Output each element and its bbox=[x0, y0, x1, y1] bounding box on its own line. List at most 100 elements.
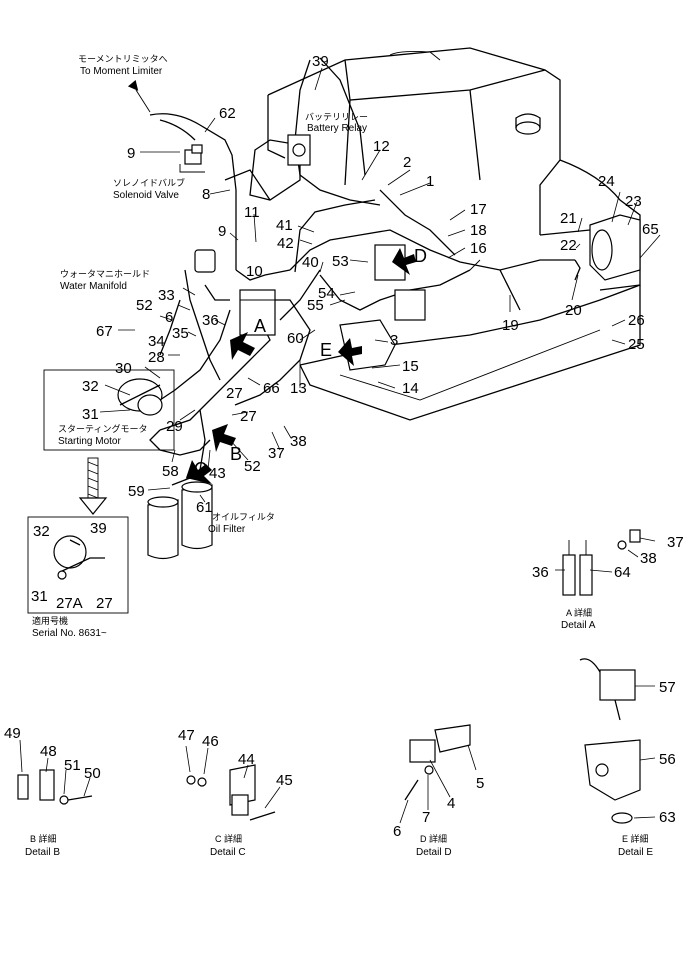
detail-e-caption-jp: E 詳細 bbox=[622, 833, 649, 844]
part-number: 56 bbox=[659, 751, 676, 768]
part-number: 39 bbox=[90, 520, 107, 537]
serial-label: Serial No. 8631~ bbox=[32, 628, 107, 639]
part-number: 15 bbox=[402, 358, 419, 375]
part-number: 64 bbox=[614, 564, 631, 581]
oil-filter-label: Oil Filter bbox=[208, 524, 246, 535]
moment-limiter-label-jp: モーメントリミッタへ bbox=[78, 54, 168, 64]
starting-motor-label-jp: スターティングモータ bbox=[58, 423, 147, 434]
part-number: 38 bbox=[640, 550, 657, 567]
detail-a-caption-jp: A 詳細 bbox=[566, 607, 592, 618]
part-number: 52 bbox=[244, 458, 261, 475]
part-number: 47 bbox=[178, 727, 195, 744]
detail-a-drawing bbox=[562, 529, 641, 596]
part-number: 4 bbox=[447, 795, 455, 812]
part-number: 34 bbox=[148, 333, 165, 350]
starting-motor-label: Starting Motor bbox=[58, 436, 121, 447]
part-number: 25 bbox=[628, 336, 645, 353]
part-number: 63 bbox=[659, 809, 676, 826]
part-number: 42 bbox=[277, 235, 294, 252]
battery-relay bbox=[287, 134, 311, 166]
battery-relay-label-jp: バッテリリレー bbox=[305, 112, 368, 122]
part-number: 27 bbox=[240, 408, 257, 425]
part-number: 29 bbox=[166, 418, 183, 435]
solenoid-valve-label: Solenoid Valve bbox=[113, 190, 179, 201]
part-number: 20 bbox=[565, 302, 582, 319]
starting-motor bbox=[43, 369, 175, 451]
part-number: 61 bbox=[196, 499, 213, 516]
relay-box-center bbox=[239, 289, 276, 336]
solenoid-valve-label-jp: ソレノイドバルブ bbox=[113, 177, 185, 188]
part-number: 1 bbox=[426, 173, 434, 190]
part-number: 60 bbox=[287, 330, 304, 347]
bracket-3 bbox=[339, 319, 396, 371]
part-number: 57 bbox=[659, 679, 676, 696]
part-number: 62 bbox=[219, 105, 236, 122]
part-number: 36 bbox=[202, 312, 219, 329]
part-number: 3 bbox=[390, 332, 398, 349]
engine-body bbox=[224, 47, 641, 421]
detail-b-caption: Detail B bbox=[25, 847, 60, 858]
part-number: 67 bbox=[96, 323, 113, 340]
part-number: 37 bbox=[268, 445, 285, 462]
part-number: 16 bbox=[470, 240, 487, 257]
detail-b-caption-jp: B 詳細 bbox=[30, 833, 57, 844]
part-number: 12 bbox=[373, 138, 390, 155]
detail-a-caption: Detail A bbox=[561, 620, 596, 631]
part-number: 43 bbox=[209, 465, 226, 482]
component-23-24 bbox=[589, 214, 641, 281]
part-number: 26 bbox=[628, 312, 645, 329]
part-number: 39 bbox=[312, 53, 329, 70]
part-number: 49 bbox=[4, 725, 21, 742]
detail-d-caption: Detail D bbox=[416, 847, 452, 858]
serial-inset bbox=[27, 516, 129, 614]
detail-captions: A 詳細 Detail A B 詳細 Detail B C 詳細 Detail … bbox=[25, 607, 653, 858]
water-manifold-connector bbox=[194, 249, 216, 273]
detail-c-caption: Detail C bbox=[210, 847, 246, 858]
serial-label-jp: 適用号機 bbox=[32, 615, 68, 626]
part-number: 59 bbox=[128, 483, 145, 500]
detail-57-drawing bbox=[579, 658, 636, 721]
part-number: 35 bbox=[172, 325, 189, 342]
part-number: 30 bbox=[115, 360, 132, 377]
part-number: 9 bbox=[127, 145, 135, 162]
oil-filter bbox=[147, 477, 213, 560]
detail-e-caption: Detail E bbox=[618, 847, 653, 858]
part-number: 18 bbox=[470, 222, 487, 239]
component-labels: モーメントリミッタへ To Moment Limiter バッテリリレー Bat… bbox=[32, 54, 368, 639]
detail-b-drawing bbox=[17, 769, 93, 805]
part-number: 13 bbox=[290, 380, 307, 397]
part-number: 27 bbox=[96, 595, 113, 612]
callout-b: B bbox=[230, 444, 242, 464]
part-numbers: 39 62 9 8 12 2 1 11 9 10 41 42 17 18 16 … bbox=[4, 53, 684, 840]
part-number: 58 bbox=[162, 463, 179, 480]
part-number: 38 bbox=[290, 433, 307, 450]
harness-wires bbox=[149, 57, 581, 481]
callout-d: D bbox=[414, 246, 427, 266]
part-number: 48 bbox=[40, 743, 57, 760]
part-number: 31 bbox=[82, 406, 99, 423]
detail-e-drawing bbox=[584, 739, 641, 824]
leader-lines bbox=[19, 67, 661, 824]
part-number: 28 bbox=[148, 349, 165, 366]
part-number: 21 bbox=[560, 210, 577, 227]
detail-d-caption-jp: D 詳細 bbox=[420, 833, 447, 844]
part-number: 44 bbox=[238, 751, 255, 768]
part-number: 55 bbox=[307, 297, 324, 314]
part-number: 5 bbox=[476, 775, 484, 792]
part-number: 65 bbox=[642, 221, 659, 238]
callout-a: A bbox=[254, 316, 266, 336]
water-manifold-label-jp: ウォータマニホールド bbox=[60, 269, 150, 279]
part-number: 19 bbox=[502, 317, 519, 334]
part-number: 6 bbox=[165, 309, 173, 326]
part-number: 6 bbox=[393, 823, 401, 840]
part-number: 32 bbox=[82, 378, 99, 395]
part-number: 27A bbox=[56, 595, 83, 612]
part-number: 52 bbox=[136, 297, 153, 314]
part-number: 66 bbox=[263, 380, 280, 397]
part-number: 31 bbox=[31, 588, 48, 605]
part-number: 17 bbox=[470, 201, 487, 218]
part-number: 9 bbox=[218, 223, 226, 240]
part-number: 54 bbox=[318, 285, 335, 302]
part-number: 2 bbox=[403, 154, 411, 171]
